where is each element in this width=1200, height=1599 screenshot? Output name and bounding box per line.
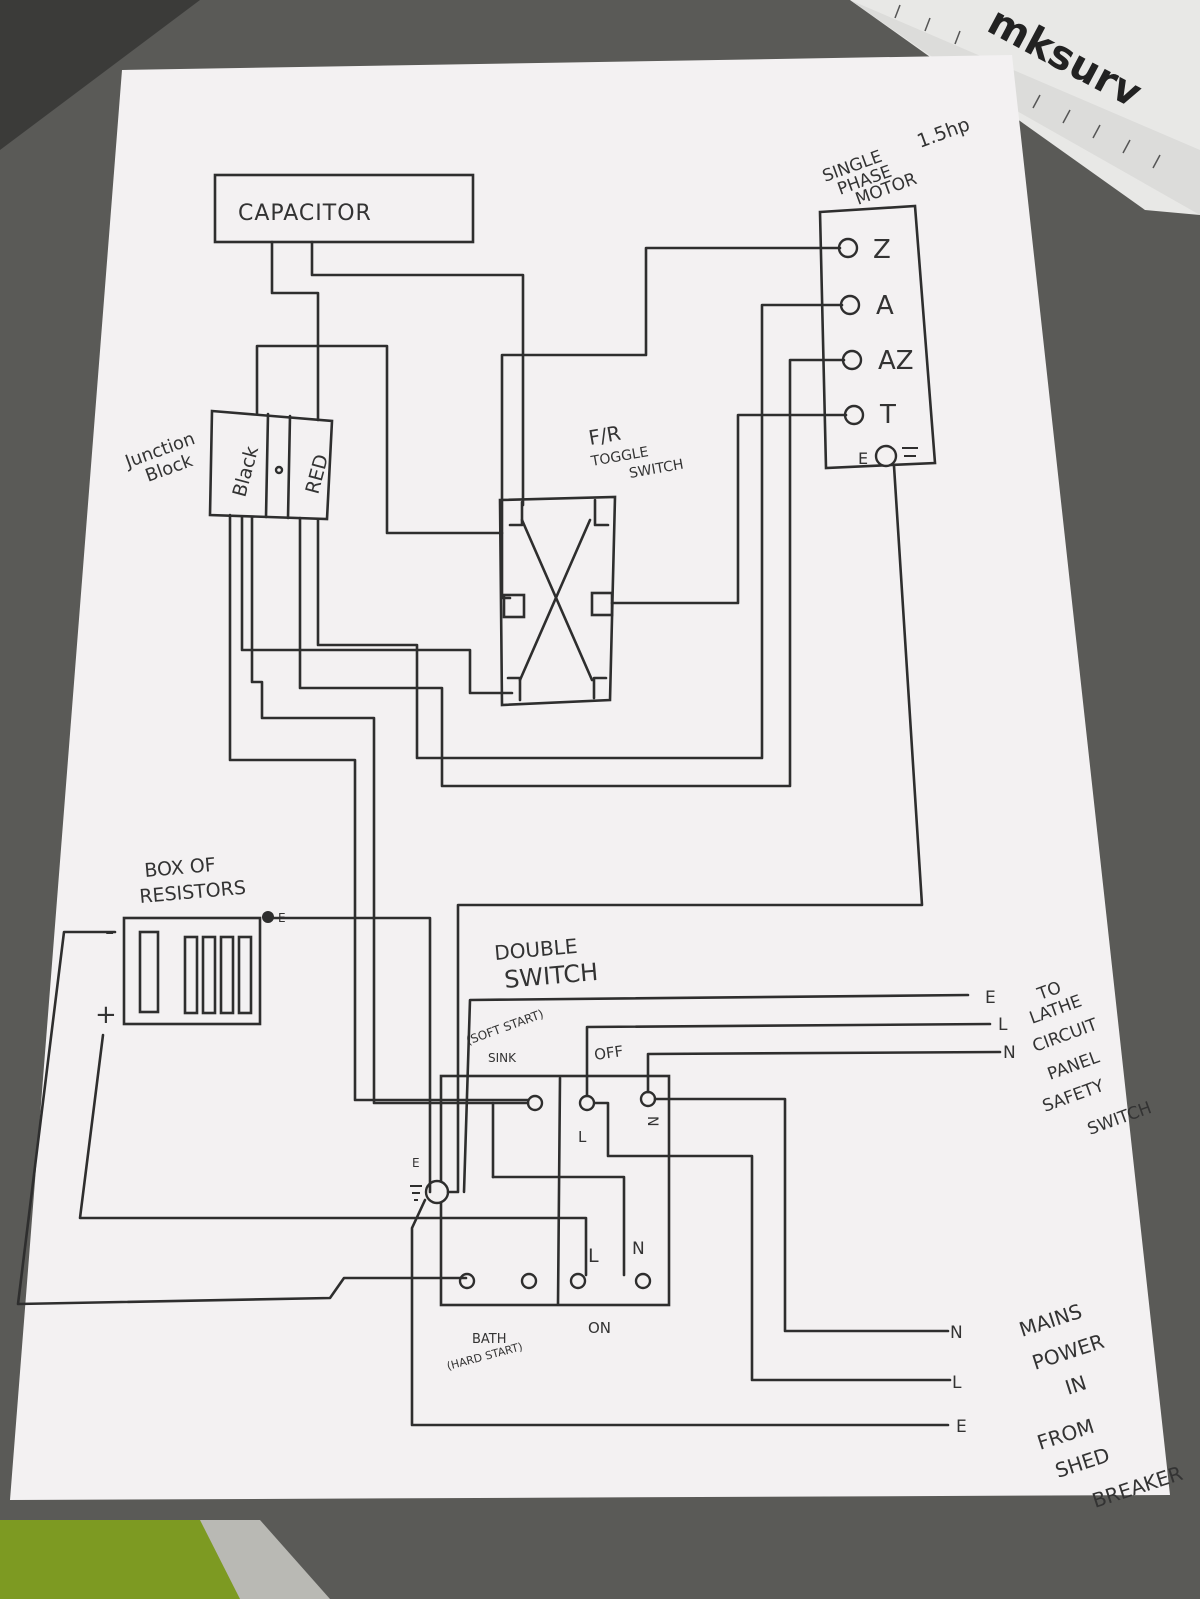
toggle-cross-a bbox=[520, 518, 594, 682]
toggle-contact-bl bbox=[506, 676, 522, 702]
capacitor-label: CAPACITOR bbox=[238, 201, 372, 226]
capacitor: CAPACITOR bbox=[213, 173, 475, 244]
toggle-contact-br bbox=[592, 676, 608, 700]
motor-terminal-earth bbox=[874, 444, 898, 468]
motor-terminal-az bbox=[841, 349, 863, 371]
wire-motor-earth bbox=[446, 464, 924, 1194]
toggle-switch: F/R TOGGLE SWITCH bbox=[498, 421, 685, 707]
resistor-1 bbox=[138, 930, 160, 1014]
motor-label-earth: E bbox=[858, 449, 868, 468]
mains-terminal-e: E bbox=[956, 1417, 967, 1437]
capacitor-box bbox=[213, 173, 475, 244]
junction-divider-a bbox=[264, 412, 270, 519]
motor-terminal-z bbox=[837, 237, 859, 259]
wire-junction-left bbox=[240, 515, 514, 695]
wire-lathe-live bbox=[585, 1022, 992, 1097]
junction-block-box bbox=[208, 409, 334, 521]
wire-junction-black bbox=[228, 513, 530, 1102]
lathe-terminal-l: L bbox=[998, 1015, 1008, 1035]
wire-resistor-minus bbox=[16, 930, 468, 1306]
wires bbox=[16, 240, 1002, 1427]
switch-terminal-bottom-n bbox=[634, 1272, 652, 1290]
switch-terminal-bath bbox=[458, 1272, 476, 1290]
switch-top-n-label: N bbox=[644, 1116, 660, 1126]
lathe-terminal-n: N bbox=[1003, 1043, 1016, 1063]
resistor-plus: + bbox=[95, 1000, 117, 1030]
switch-sink-label: SINK bbox=[488, 1051, 517, 1065]
wire-resistor-plus bbox=[78, 1033, 588, 1277]
wire-mains-live bbox=[593, 1101, 952, 1382]
toggle-label-line1: F/R bbox=[587, 421, 623, 450]
wire-capacitor-right bbox=[310, 240, 525, 507]
switch-terminal-bottom-l bbox=[569, 1272, 587, 1290]
wire-motor-z bbox=[500, 246, 842, 600]
switch-bath-label: BATH bbox=[472, 1332, 507, 1347]
resistor-3 bbox=[201, 935, 217, 1015]
wire-lathe-neutral bbox=[646, 1050, 1002, 1094]
wire-junction-top-loop bbox=[255, 344, 504, 535]
switch-terminal-sink bbox=[526, 1094, 544, 1112]
resistor-box-outline bbox=[122, 916, 262, 1026]
switch-terminal-top-n bbox=[639, 1090, 657, 1108]
toggle-cross-b bbox=[518, 518, 592, 682]
switch-terminal-mid bbox=[520, 1272, 538, 1290]
resistor-5 bbox=[237, 935, 253, 1015]
switch-on-label: ON bbox=[588, 1319, 611, 1337]
switch-bottom-n-label: N bbox=[632, 1239, 645, 1259]
wire-junction-red bbox=[250, 515, 530, 1105]
wire-lathe-earth bbox=[462, 993, 970, 1194]
motor-label-az: AZ bbox=[878, 346, 914, 376]
wire-motor-t bbox=[610, 413, 848, 605]
wire-mains-earth bbox=[410, 1198, 950, 1427]
motor-box bbox=[818, 204, 937, 470]
paper-sheet bbox=[10, 55, 1170, 1500]
wire-motor-az bbox=[298, 358, 846, 788]
motor-label-a: A bbox=[876, 291, 894, 321]
junction-screw bbox=[274, 465, 284, 475]
wire-resistor-earth bbox=[272, 916, 432, 1194]
junction-divider-b bbox=[286, 414, 292, 520]
switch-bottom-l-label: L bbox=[588, 1245, 599, 1267]
switch-earth-label: E bbox=[412, 1156, 420, 1170]
wire-capacitor-left bbox=[270, 240, 320, 422]
motor-terminal-t bbox=[843, 404, 865, 426]
switch-top-l-label: L bbox=[578, 1128, 587, 1146]
motor-label-t: T bbox=[879, 400, 896, 430]
switch-off-label: OFF bbox=[593, 1042, 624, 1064]
wire-mains-neutral bbox=[653, 1097, 950, 1333]
mains-terminal-n: N bbox=[950, 1323, 963, 1343]
lathe-terminal-e: E bbox=[985, 988, 996, 1008]
motor-label-z: Z bbox=[873, 235, 891, 265]
switch-earth-symbol bbox=[410, 1185, 422, 1201]
mains-terminal-l: L bbox=[952, 1373, 962, 1393]
motor-earth-symbol bbox=[902, 447, 918, 465]
wire-switch-inner-n bbox=[491, 1175, 626, 1277]
toggle-switch-box bbox=[498, 495, 617, 707]
toggle-contact-tr bbox=[593, 498, 610, 527]
double-switch-divider bbox=[556, 1076, 562, 1306]
metal-ruler-bottom bbox=[200, 1520, 330, 1599]
resistor-2 bbox=[183, 935, 199, 1015]
toggle-contact-tl bbox=[508, 500, 524, 527]
ruler-ticks bbox=[894, 4, 1161, 169]
switch-terminal-top-l bbox=[578, 1094, 596, 1112]
motor-terminal-a bbox=[839, 294, 861, 316]
resistor-4 bbox=[219, 935, 235, 1015]
toggle-contact-left bbox=[502, 593, 526, 619]
desk-shadow bbox=[0, 0, 200, 150]
wire-motor-a bbox=[316, 303, 844, 760]
resistor-earth-terminal bbox=[262, 911, 274, 923]
